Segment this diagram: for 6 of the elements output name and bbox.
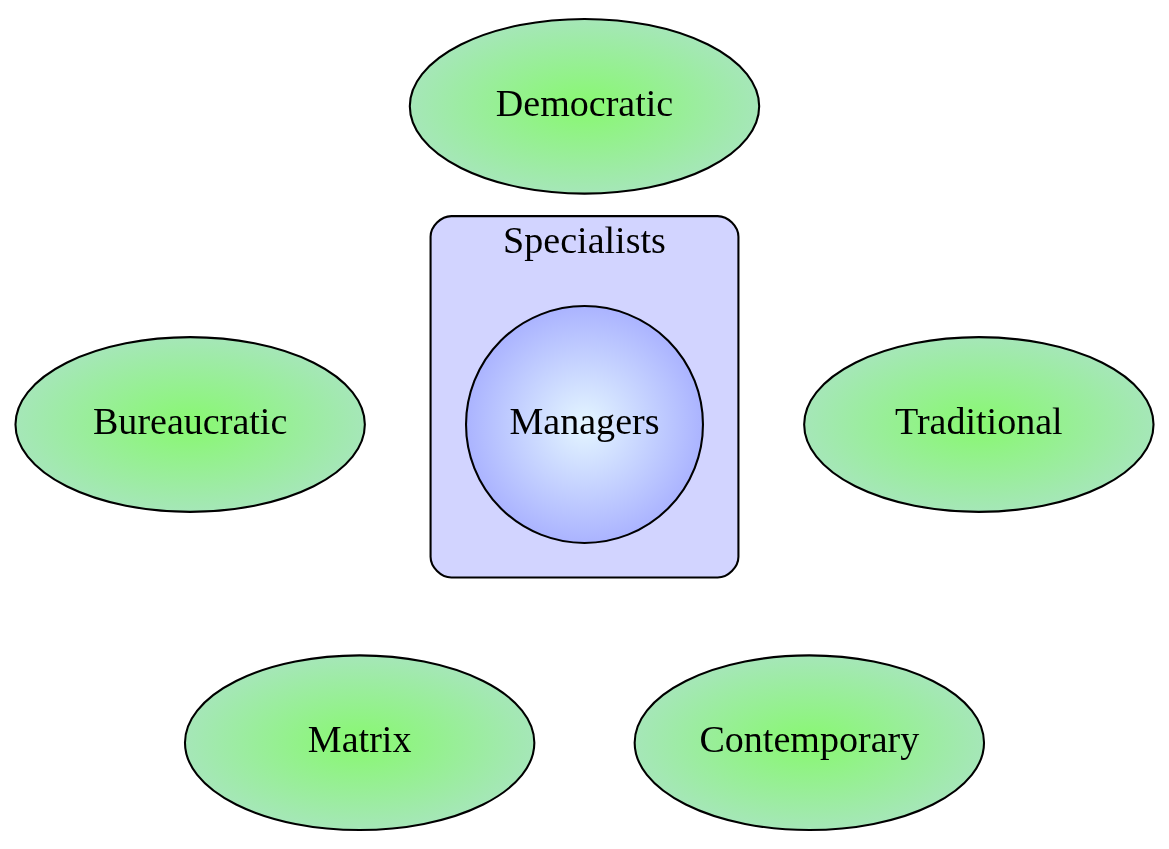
node-circle: Managers [465, 305, 704, 544]
node-ellipse: Contemporary [633, 654, 986, 832]
node-ellipse: Matrix [183, 654, 536, 832]
node-ellipse: Traditional [803, 336, 1155, 513]
node-ellipse: Democratic [408, 17, 761, 195]
node-ellipse: Bureaucratic [14, 336, 366, 513]
